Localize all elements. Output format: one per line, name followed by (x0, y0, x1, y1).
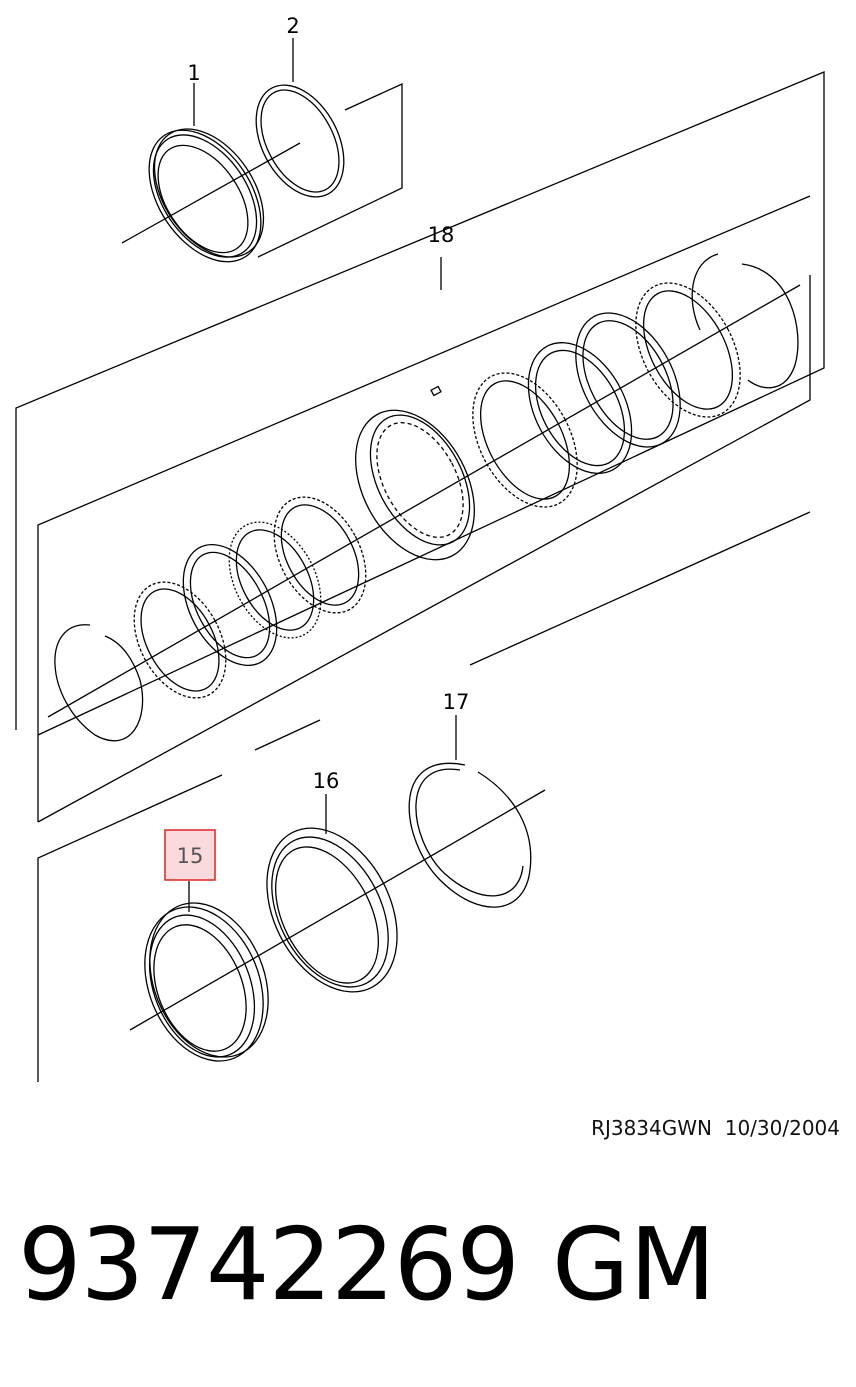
group-18-friction-disc-4 (635, 282, 741, 418)
group-18-friction-disc-1 (133, 581, 227, 699)
group-18-steel-plate-2 (527, 342, 633, 474)
group-18-steel-plate-1 (182, 543, 278, 667)
part-16-retainer (266, 827, 398, 993)
group-18-clutch-hub (355, 385, 475, 561)
group-18-axis (47, 284, 801, 718)
callout-18: 18 (428, 223, 455, 247)
group-18-bearing-ring (228, 521, 322, 639)
part-17-snap-ring (408, 762, 532, 908)
group-18-steel-plate-3 (575, 312, 681, 448)
group-18-snap-ring-left (54, 624, 144, 742)
exploded-parts-diagram: 1 2 18 17 16 15 (15, 14, 825, 1082)
callout-16: 16 (313, 769, 340, 793)
group-18-frame (15, 71, 825, 823)
drawing-id: RJ3834GWN (591, 1116, 712, 1140)
drawing-reference: RJ3834GWN 10/30/2004 (591, 1116, 840, 1140)
callout-1: 1 (187, 61, 200, 85)
callout-2: 2 (286, 14, 299, 38)
part-2-ring (255, 84, 345, 198)
part-number: 93742269 (18, 1206, 520, 1323)
group-18-friction-disc-3 (472, 372, 578, 508)
group-18-snap-ring-right (691, 253, 799, 389)
highlight-box (164, 829, 216, 881)
brand-name: GM (552, 1206, 716, 1323)
top-group-frame (121, 82, 403, 258)
callout-17: 17 (443, 690, 470, 714)
callout-15: 15 (177, 844, 204, 868)
bottom-group-frame (37, 511, 811, 1082)
drawing-date: 10/30/2004 (724, 1116, 840, 1140)
group-18-friction-disc-2 (273, 496, 367, 614)
part-15-seal (144, 902, 269, 1062)
bottom-group-axis (129, 789, 546, 1031)
callout-15-highlight[interactable]: 15 (164, 829, 216, 881)
part-1-seal-ring (148, 128, 265, 263)
